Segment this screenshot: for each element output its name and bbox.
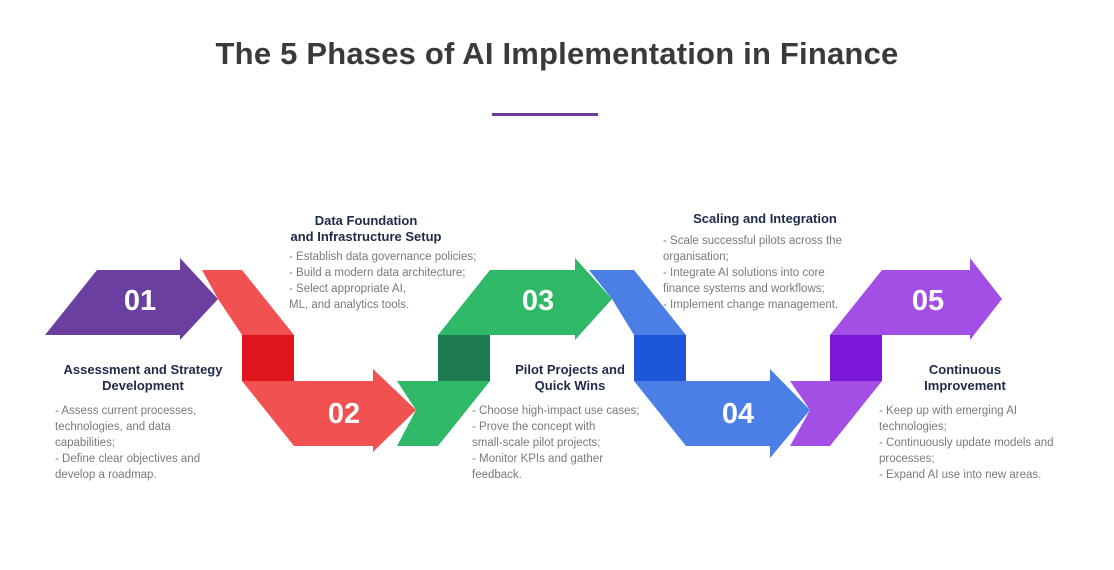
connector-2-3-band bbox=[438, 335, 490, 381]
phase-5-detail-line: processes; bbox=[879, 453, 935, 465]
phase-4-detail-line: - Implement change management. bbox=[663, 299, 839, 311]
connector-3-4-upper bbox=[589, 270, 686, 335]
phase-4-detail-line: - Scale successful pilots across the bbox=[663, 235, 842, 247]
phase-1-number: 01 bbox=[124, 285, 156, 317]
title-underline bbox=[492, 113, 598, 116]
phase-2-detail-line: ML, and analytics tools. bbox=[289, 299, 410, 311]
phase-5-detail-line: - Keep up with emerging AI bbox=[879, 405, 1018, 417]
phase-1-detail-line: - Define clear objectives and bbox=[55, 453, 201, 465]
connector-1-2-band bbox=[242, 335, 294, 381]
phase-3-arrow bbox=[438, 258, 612, 340]
phase-3-detail-line: - Monitor KPIs and gather bbox=[472, 453, 604, 465]
phase-1-details: - Assess current processes, technologies… bbox=[55, 403, 200, 483]
connector-3-4-band bbox=[634, 335, 686, 381]
phase-1-detail-line: technologies, and data bbox=[55, 421, 171, 433]
phase-3-detail-line: - Prove the concept with bbox=[472, 421, 596, 433]
phase-2-heading-line: Data Foundation bbox=[314, 213, 418, 228]
phase-5-number: 05 bbox=[912, 285, 944, 317]
connector-2-3-lower bbox=[397, 381, 490, 446]
phase-4-arrow bbox=[634, 369, 810, 458]
phase-2-heading: Data Foundation and Infrastructure Setup bbox=[266, 213, 466, 245]
phase-4-heading-line: Scaling and Integration bbox=[693, 211, 837, 226]
phase-2-arrow bbox=[242, 369, 416, 452]
phase-4-details: - Scale successful pilots across the org… bbox=[663, 233, 842, 313]
phase-4-heading: Scaling and Integration bbox=[660, 211, 870, 227]
phase-3-detail-line: small-scale pilot projects; bbox=[472, 437, 601, 449]
phase-2-detail-line: - Select appropriate AI, bbox=[289, 283, 406, 295]
phase-1-heading-line: Assessment and Strategy bbox=[63, 362, 223, 377]
phase-3-heading-line: Pilot Projects and bbox=[515, 362, 625, 377]
phase-2-heading-line: and Infrastructure Setup bbox=[290, 229, 442, 244]
phase-2-number: 02 bbox=[328, 398, 360, 430]
phase-5-detail-line: technologies; bbox=[879, 421, 947, 433]
phase-1-heading-line: Development bbox=[102, 378, 184, 393]
phase-3-heading-line: Quick Wins bbox=[534, 378, 606, 393]
phase-3-details: - Choose high-impact use cases; - Prove … bbox=[472, 403, 639, 483]
phase-2-detail-line: - Establish data governance policies; bbox=[289, 251, 477, 263]
phase-5-details: - Keep up with emerging AI technologies;… bbox=[879, 403, 1054, 483]
phase-5-detail-line: - Continuously update models and bbox=[879, 437, 1054, 449]
phase-5-heading-line: Continuous bbox=[928, 362, 1002, 377]
phase-3-heading: Pilot Projects and Quick Wins bbox=[490, 362, 650, 394]
phase-1-detail-line: - Assess current processes, bbox=[55, 405, 197, 417]
phase-4-detail-line: - Integrate AI solutions into core bbox=[663, 267, 825, 279]
phase-4-detail-line: organisation; bbox=[663, 251, 729, 263]
phase-1-arrow bbox=[45, 258, 218, 340]
phase-5-heading-line: Improvement bbox=[924, 378, 1006, 393]
connector-4-5-band bbox=[830, 335, 882, 381]
phase-4-detail-line: finance systems and workflows; bbox=[663, 283, 825, 295]
phase-3-detail-line: feedback. bbox=[472, 469, 522, 481]
connector-4-5-lower bbox=[790, 381, 882, 446]
page-title: The 5 Phases of AI Implementation in Fin… bbox=[215, 36, 899, 71]
phase-4-number: 04 bbox=[722, 398, 754, 430]
phase-3-number: 03 bbox=[522, 285, 554, 317]
phase-5-arrow bbox=[830, 258, 1002, 340]
phase-1-detail-line: capabilities; bbox=[55, 437, 116, 449]
phase-1-detail-line: develop a roadmap. bbox=[55, 469, 157, 481]
phase-3-detail-line: - Choose high-impact use cases; bbox=[472, 405, 640, 417]
phase-2-details: - Establish data governance policies; - … bbox=[289, 249, 476, 313]
phase-5-heading: Continuous Improvement bbox=[890, 362, 1040, 394]
phase-2-detail-line: - Build a modern data architecture; bbox=[289, 267, 466, 279]
connector-1-2-upper bbox=[202, 270, 294, 335]
phase-1-heading: Assessment and Strategy Development bbox=[46, 362, 240, 394]
phase-5-detail-line: - Expand AI use into new areas. bbox=[879, 469, 1042, 481]
